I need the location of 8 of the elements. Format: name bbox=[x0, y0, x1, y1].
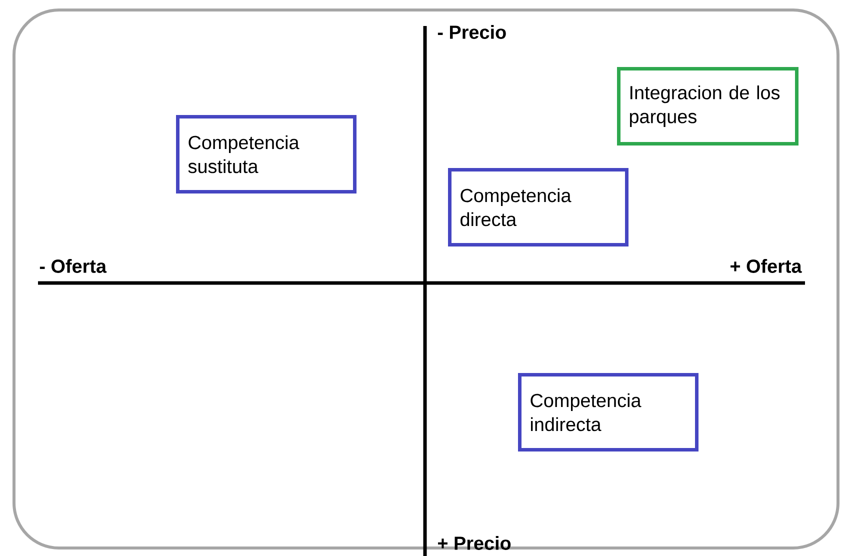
text-box: Competencia indirecta bbox=[518, 372, 698, 452]
text-box: Competencia directa bbox=[448, 168, 628, 246]
axis-label: + Oferta bbox=[730, 259, 802, 273]
text-box: Competencia sustituta bbox=[176, 114, 356, 194]
axis-label: - Oferta bbox=[40, 259, 107, 273]
axis-label: - Precio bbox=[438, 25, 506, 39]
axis-label: + Precio bbox=[438, 536, 511, 550]
text-box: Integracion de los parques bbox=[617, 67, 798, 146]
